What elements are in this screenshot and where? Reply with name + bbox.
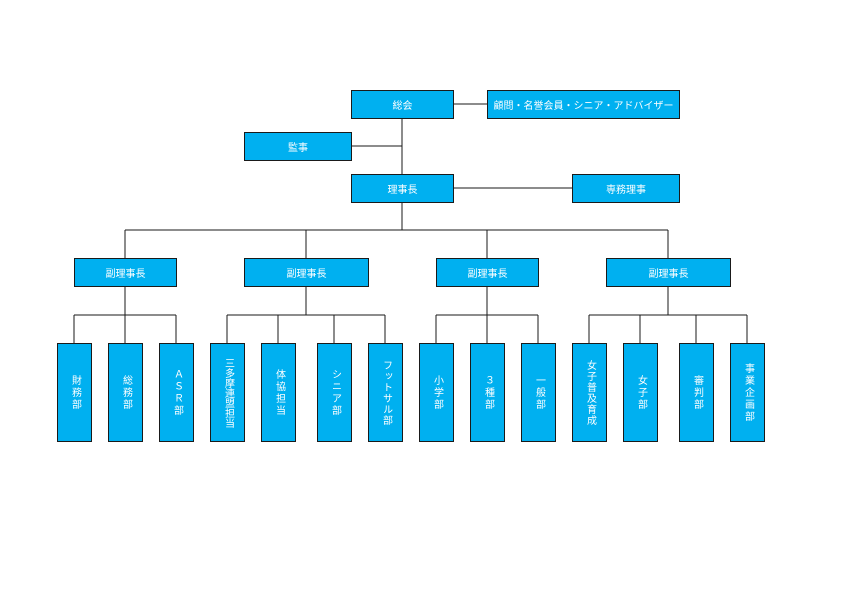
department-label: 女子普及育成 [584, 359, 596, 426]
department-box: フットサル部 [368, 343, 403, 442]
department-box: 財務部 [57, 343, 92, 442]
department-box: ＡＳＲ部 [159, 343, 194, 442]
auditor-label: 監事 [288, 143, 308, 154]
executive-director-label: 専務理事 [606, 185, 646, 196]
vice-chair-label: 副理事長 [467, 269, 508, 280]
vice-chair-label: 副理事長 [105, 269, 146, 280]
general-assembly-label: 総会 [392, 101, 413, 112]
vice-chair-label: 副理事長 [286, 269, 327, 280]
advisors-label: 顧問・名誉会員・シニア・アドバイザー [493, 101, 674, 112]
department-label: 総務部 [120, 374, 132, 411]
chairman-box: 理事長 [351, 174, 454, 203]
advisors-box: 顧問・名誉会員・シニア・アドバイザー [487, 90, 680, 119]
general-assembly-box: 総会 [351, 90, 454, 119]
vice-chair-label: 副理事長 [648, 269, 689, 280]
department-box: 三多摩連盟担当 [210, 343, 245, 442]
department-box: 総務部 [108, 343, 143, 442]
vice-chair-box: 副理事長 [606, 258, 731, 287]
department-label: 女子部 [635, 374, 647, 411]
department-label: 審判部 [691, 374, 703, 411]
department-box: 女子部 [623, 343, 658, 442]
executive-director-box: 専務理事 [572, 174, 680, 203]
department-box: 審判部 [679, 343, 714, 442]
department-box: 体協担当 [261, 343, 296, 442]
vice-chair-box: 副理事長 [436, 258, 539, 287]
auditor-box: 監事 [244, 132, 352, 161]
department-label: 体協担当 [273, 368, 285, 417]
chairman-label: 理事長 [387, 185, 418, 196]
department-box: ３種部 [470, 343, 505, 442]
department-box: 小学部 [419, 343, 454, 442]
department-box: シニア部 [317, 343, 352, 442]
department-box: 女子普及育成 [572, 343, 607, 442]
department-label: ３種部 [482, 374, 494, 411]
department-label: ＡＳＲ部 [171, 368, 183, 417]
department-label: 財務部 [69, 374, 81, 411]
department-label: 三多摩連盟担当 [222, 357, 234, 428]
department-label: 一般部 [533, 374, 545, 411]
vice-chair-box: 副理事長 [74, 258, 177, 287]
vice-chair-box: 副理事長 [244, 258, 369, 287]
department-label: シニア部 [329, 368, 341, 417]
department-box: 事業企画部 [730, 343, 765, 442]
department-label: 小学部 [431, 374, 443, 411]
department-label: フットサル部 [380, 359, 392, 426]
department-box: 一般部 [521, 343, 556, 442]
department-label: 事業企画部 [742, 362, 754, 423]
